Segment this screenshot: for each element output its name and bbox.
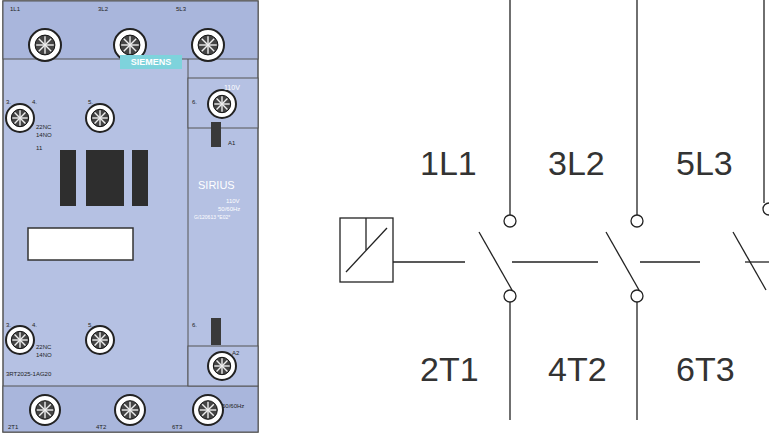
terminal-label: 4T2 xyxy=(548,352,607,386)
terminal-label: 3L2 xyxy=(98,6,108,12)
contactor-symbol xyxy=(340,0,769,420)
contact-rating: 14NO xyxy=(36,352,52,358)
terminal-label: 5. xyxy=(88,322,93,328)
bottom-terminal-band xyxy=(3,386,258,432)
terminal-label: 4T2 xyxy=(96,424,106,430)
terminal-label: 4. xyxy=(32,322,37,328)
contact-rating: 22NC xyxy=(36,124,51,130)
window xyxy=(86,150,124,206)
series-name: SIRIUS xyxy=(198,180,235,191)
a2-terminal-box xyxy=(188,346,258,386)
brand-badge: SIEMENS xyxy=(120,55,182,69)
contact-rating: 22NC xyxy=(36,344,51,350)
brand-name: SIEMENS xyxy=(131,57,172,67)
terminal-label: 1L1 xyxy=(420,146,477,180)
label-plate xyxy=(28,228,133,260)
frequency-label: 50/60Hz xyxy=(222,403,244,409)
indicator xyxy=(211,122,221,147)
terminal-label: 6. xyxy=(192,99,197,105)
terminal-label: 6T3 xyxy=(676,352,735,386)
terminal-label: 5. xyxy=(88,99,93,105)
terminal-label: 6. xyxy=(192,322,197,328)
code-label: G/120613 *E02* xyxy=(194,215,230,220)
terminal-label: 11 xyxy=(36,145,42,151)
window xyxy=(132,150,148,206)
terminal-label: A1 xyxy=(228,140,235,146)
voltage-label: 110V xyxy=(224,84,240,91)
part-number: 3RT2025-1AG20 xyxy=(6,371,51,377)
window xyxy=(60,150,76,206)
terminal-label: 2T1 xyxy=(8,424,18,430)
terminal-label: 3. xyxy=(6,99,11,105)
terminal-label: 2T1 xyxy=(420,352,479,386)
terminal-label: A2 xyxy=(232,350,239,356)
a1-terminal-box xyxy=(188,78,258,128)
voltage-label: 110V xyxy=(226,198,240,204)
terminal-label: 1L1 xyxy=(10,6,20,12)
contact-rating: 14NO xyxy=(36,132,52,138)
terminal-label: 6T3 xyxy=(172,424,182,430)
terminal-label: 3L2 xyxy=(548,146,605,180)
frequency-label: 50/60Hz xyxy=(218,206,240,212)
indicator xyxy=(211,318,221,345)
terminal-label: 3. xyxy=(6,322,11,328)
terminal-label: 5L3 xyxy=(176,6,186,12)
terminal-screws xyxy=(6,29,236,425)
terminal-label: 5L3 xyxy=(676,146,733,180)
contactor-housing xyxy=(3,1,258,432)
terminal-label: 4. xyxy=(32,99,37,105)
